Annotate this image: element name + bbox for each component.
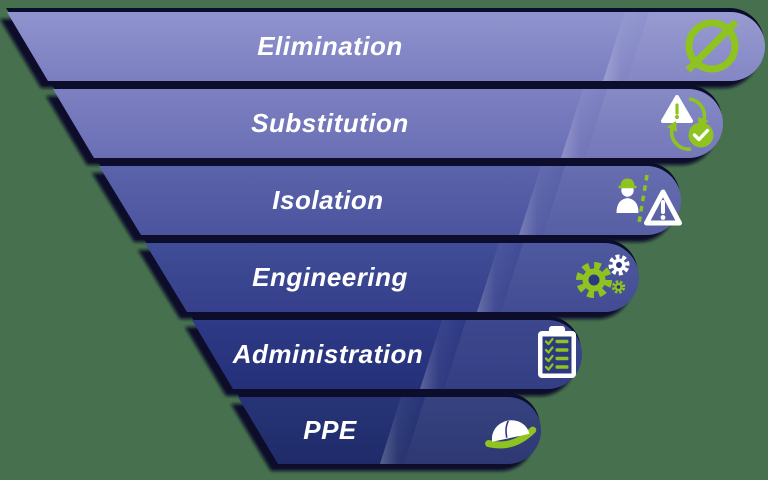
level-row-ppe: PPE xyxy=(238,397,541,464)
level-label: PPE xyxy=(303,415,357,445)
level-row-substitution: Substitution xyxy=(53,89,723,158)
prohibition-icon xyxy=(685,19,739,73)
level-label: Substitution xyxy=(251,108,409,138)
level-row-isolation: Isolation xyxy=(99,166,682,235)
hard-hat-icon xyxy=(485,420,537,449)
level-label: Engineering xyxy=(252,262,408,292)
gears-icon xyxy=(576,254,630,298)
level-row-elimination: Elimination xyxy=(7,12,766,81)
swap-warning-check-icon xyxy=(661,95,714,151)
level-label: Isolation xyxy=(272,185,383,215)
level-label: Administration xyxy=(232,339,423,369)
worker-barrier-hazard-icon xyxy=(616,174,682,226)
level-label: Elimination xyxy=(257,31,403,61)
level-row-administration: Administration xyxy=(192,320,582,389)
level-row-engineering: Engineering xyxy=(145,243,639,312)
checklist-clipboard-icon xyxy=(538,326,576,378)
